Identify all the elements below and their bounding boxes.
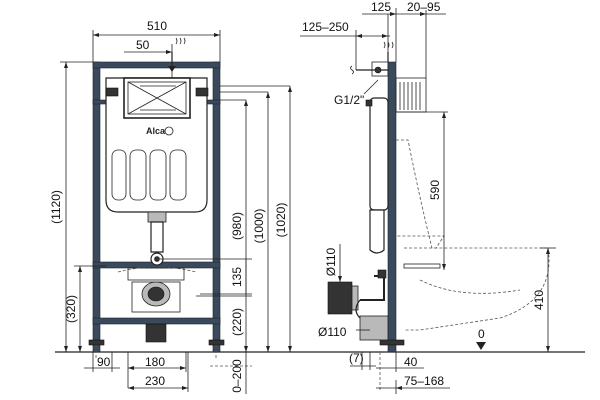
dim-75-168: 75–168 [404,374,444,388]
dim-1020: (1020) [274,203,288,238]
frame-right-upright [212,61,221,353]
dim-220: (220) [230,308,244,336]
dim-590: 590 [428,180,442,200]
dim-180: 180 [145,355,165,369]
side-flush-box [395,77,427,113]
dim-230: 230 [145,374,165,388]
frame-top-bar [92,61,221,69]
dim-0-200: 0–200 [230,359,244,393]
dim-7: (7) [349,351,364,365]
dim-40: 40 [404,355,418,369]
toilet-bowl-outline [396,139,550,331]
dim-980: (980) [230,212,244,240]
frame-bottom-bar [92,317,221,325]
drain-fitting-lower [359,315,389,341]
dim-125-250: 125–250 [302,20,349,34]
dim-zero: 0 [478,327,485,341]
side-frame-upright [387,61,397,353]
dim-135: 135 [230,267,244,287]
side-drain-pipe [360,275,385,301]
dim-g-half: G1/2" [334,93,364,107]
side-cistern [369,97,389,211]
dim-d110-lower: Ø110 [318,325,347,339]
dim-320: (320) [64,295,78,323]
zero-level-marker [476,342,486,350]
dim-d110-upper: Ø110 [324,247,338,276]
water-supply-icon [175,37,186,45]
dim-20-95: 20–95 [407,0,441,14]
drain-pipe [145,323,167,343]
dim-90: 90 [97,355,111,369]
dim-410: 410 [532,290,546,310]
dim-1000: (1000) [252,209,266,244]
brand-label: Alca [146,126,166,136]
flush-plate-opening [123,77,191,119]
dim-125: 125 [371,0,391,14]
frame-foot-left [88,339,105,346]
mounting-bolt [403,263,441,269]
drain-fitting-upper [327,281,353,315]
water-inlet-icon [350,65,354,75]
frame-left-upright [92,61,101,353]
front-view: Alca 510 50 [49,19,292,394]
side-view: 125–250 125 20–95 G1/2" 590 Ø110 Ø110 41 [300,0,556,394]
frame-foot-right [208,339,225,346]
dim-1120: (1120) [49,190,63,224]
dim-50: 50 [136,38,150,52]
dim-510: 510 [147,19,167,33]
